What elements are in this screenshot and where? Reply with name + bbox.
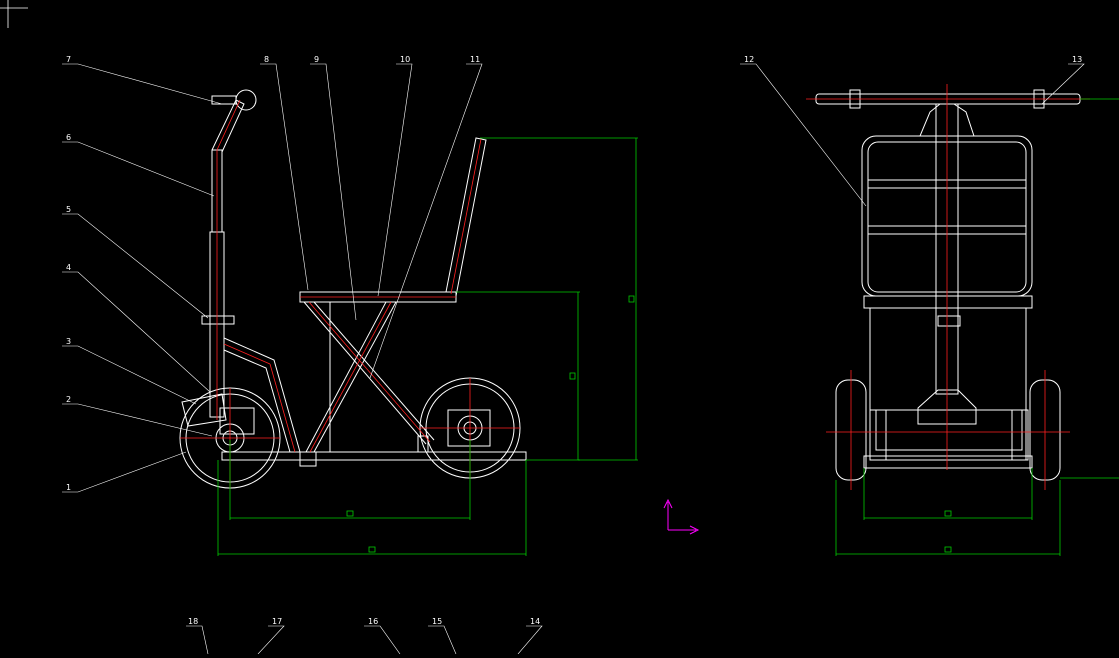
ucs-icon [663, 498, 700, 535]
part-label-17: 17 [272, 617, 282, 626]
part-label-18: 18 [188, 617, 198, 626]
part-labels: 1 2 3 4 5 6 7 8 9 10 11 12 13 14 15 16 1… [66, 55, 1082, 626]
part-label-3: 3 [66, 337, 71, 346]
part-label-8: 8 [264, 55, 269, 64]
part-label-10: 10 [400, 55, 410, 64]
part-label-6: 6 [66, 133, 71, 142]
part-label-11: 11 [470, 55, 480, 64]
side-view-dimensions [217, 137, 638, 556]
front-view [815, 89, 1081, 481]
front-view-dimensions [835, 98, 1119, 556]
part-label-9: 9 [314, 55, 319, 64]
part-label-13: 13 [1072, 55, 1082, 64]
part-label-7: 7 [66, 55, 71, 64]
part-label-1: 1 [66, 483, 71, 492]
part-label-14: 14 [530, 617, 540, 626]
part-label-5: 5 [66, 205, 71, 214]
part-label-12: 12 [744, 55, 754, 64]
cursor-crosshair [0, 0, 28, 28]
leader-lines [62, 63, 1085, 655]
part-label-4: 4 [66, 263, 71, 272]
base-frame [221, 451, 527, 461]
front-view-centerlines [806, 84, 1090, 490]
part-label-15: 15 [432, 617, 442, 626]
part-label-16: 16 [368, 617, 378, 626]
side-view-centerlines [180, 99, 520, 488]
part-label-2: 2 [66, 395, 71, 404]
